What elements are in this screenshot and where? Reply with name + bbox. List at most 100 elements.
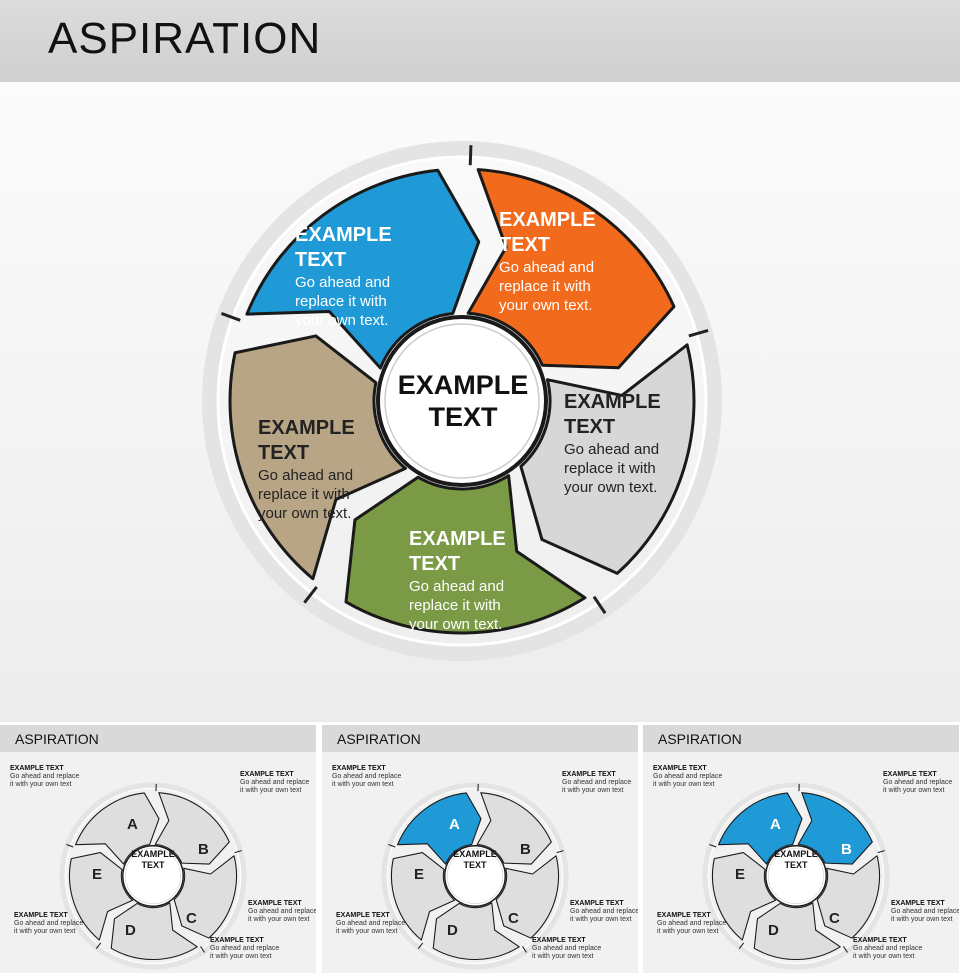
thumb-outer-ring-highlight bbox=[707, 787, 885, 965]
thumbnail-letter-b: B bbox=[520, 841, 531, 858]
segment-tan-body-line2: replace it with bbox=[258, 486, 350, 503]
segment-orange-body-line1: Go ahead and bbox=[499, 259, 595, 276]
thumb-seam-tick bbox=[877, 850, 885, 854]
thumb-segment-a[interactable] bbox=[718, 792, 803, 865]
thumbnail-title-bar: ASPIRATION bbox=[322, 725, 638, 752]
thumbnail-label-body: it with your own text bbox=[891, 916, 953, 923]
thumb-segment-e[interactable] bbox=[711, 852, 777, 941]
thumb-seam-tick bbox=[417, 942, 424, 949]
thumb-segment-a[interactable] bbox=[75, 792, 160, 865]
thumb-seam-tick bbox=[843, 946, 848, 953]
thumbnail-label-body: Go ahead and replace bbox=[891, 908, 959, 915]
thumb-segment-c[interactable] bbox=[816, 855, 881, 939]
thumbnail-label-title: EXAMPLE TEXT bbox=[653, 765, 707, 772]
outer-ring-highlight bbox=[216, 155, 708, 647]
thumbnail-label-body: Go ahead and replace bbox=[210, 945, 280, 952]
segment-blue-heading-line2: TEXT bbox=[295, 249, 347, 271]
thumb-segment-b[interactable] bbox=[476, 792, 552, 865]
thumbnail-center-line1: EXAMPLE bbox=[131, 849, 175, 859]
segment-gray-body-line2: replace it with bbox=[564, 460, 656, 477]
thumbnail-letter-a: A bbox=[770, 816, 781, 833]
segment-green[interactable] bbox=[344, 474, 587, 635]
thumbnail-label-body: Go ahead and replace bbox=[248, 908, 316, 915]
segment-orange-body-line2: replace it with bbox=[499, 278, 591, 295]
thumbnail-center-line2: TEXT bbox=[784, 860, 808, 870]
segment-orange-body-line3: your own text. bbox=[499, 297, 593, 314]
thumbnail-letter-e: E bbox=[735, 866, 746, 883]
thumbnail-letter-c: C bbox=[829, 910, 840, 927]
segment-orange-heading-line1: EXAMPLE bbox=[499, 209, 596, 231]
segment-blue-body-line3: your own text. bbox=[295, 312, 389, 329]
segment-gray-heading-line1: EXAMPLE bbox=[564, 391, 661, 413]
thumbnail-label-title: EXAMPLE TEXT bbox=[562, 771, 616, 778]
seam-tick bbox=[468, 145, 473, 166]
thumb-center-hub-inner-ring bbox=[447, 848, 503, 904]
thumbnail-diagram bbox=[702, 782, 890, 970]
thumbnail-label-body: it with your own text bbox=[10, 781, 72, 788]
center-hub bbox=[376, 315, 548, 487]
thumbnail-center-line1: EXAMPLE bbox=[774, 849, 818, 859]
thumbnail-label-body: it with your own text bbox=[210, 953, 272, 960]
thumbnail-letter-d: D bbox=[125, 922, 136, 939]
thumb-segment-d[interactable] bbox=[753, 902, 841, 961]
segment-tan-text: EXAMPLE TEXT Go ahead and replace it wit… bbox=[258, 416, 388, 523]
thumb-outer-ring-highlight bbox=[64, 787, 242, 965]
thumbnail-label-body: Go ahead and replace bbox=[653, 773, 723, 780]
thumbnail-label-body: Go ahead and replace bbox=[14, 920, 84, 927]
thumbnail-letter-a: A bbox=[449, 816, 460, 833]
thumb-segment-e[interactable] bbox=[68, 852, 134, 941]
thumb-segment-b[interactable] bbox=[154, 792, 230, 865]
thumbnail-label-body: it with your own text bbox=[562, 787, 624, 794]
thumbnail-diagram bbox=[59, 782, 247, 970]
segment-blue-heading-line1: EXAMPLE bbox=[295, 224, 392, 246]
thumbnail-label-body: Go ahead and replace bbox=[853, 945, 923, 952]
outer-ring bbox=[202, 141, 722, 661]
thumb-segment-b[interactable] bbox=[797, 792, 873, 865]
thumb-center-hub bbox=[122, 845, 184, 907]
center-text-line1: EXAMPLE bbox=[397, 370, 529, 400]
thumb-segment-a[interactable] bbox=[397, 792, 482, 865]
segment-gray[interactable] bbox=[519, 343, 696, 575]
thumb-segment-e[interactable] bbox=[390, 852, 456, 941]
thumbnail-letter-c: C bbox=[508, 910, 519, 927]
thumb-segment-d[interactable] bbox=[432, 902, 520, 961]
thumbnail-label-body: it with your own text bbox=[532, 953, 594, 960]
segment-blue[interactable] bbox=[245, 168, 481, 370]
thumbnail-label-body: it with your own text bbox=[653, 781, 715, 788]
thumbnail-letter-b: B bbox=[198, 841, 209, 858]
thumb-segment-c[interactable] bbox=[495, 855, 560, 939]
thumbnail-label-body: Go ahead and replace bbox=[532, 945, 602, 952]
segment-tan-body-line3: your own text. bbox=[258, 505, 352, 522]
thumbnail-center-line2: TEXT bbox=[141, 860, 165, 870]
thumbnail-label-body: Go ahead and replace bbox=[332, 773, 402, 780]
seam-tick bbox=[688, 328, 709, 338]
thumbnail-label-title: EXAMPLE TEXT bbox=[532, 937, 586, 944]
segment-tan[interactable] bbox=[228, 334, 407, 581]
thumb-segment-c[interactable] bbox=[173, 855, 238, 939]
segment-orange[interactable] bbox=[466, 168, 676, 370]
segment-gray-body-line3: your own text. bbox=[564, 479, 658, 496]
thumbnail-title-bar: ASPIRATION bbox=[643, 725, 959, 752]
thumb-center-hub-inner-ring bbox=[768, 848, 824, 904]
segment-gray-text: EXAMPLE TEXT Go ahead and replace it wit… bbox=[564, 390, 694, 497]
thumbnail-label-body: it with your own text bbox=[570, 916, 632, 923]
segment-green-body-line3: your own text. bbox=[409, 616, 503, 633]
segment-blue-text: EXAMPLE TEXT Go ahead and replace it wit… bbox=[295, 223, 425, 330]
thumbnail-label-body: it with your own text bbox=[240, 787, 302, 794]
center-text-line2: TEXT bbox=[428, 402, 498, 432]
thumb-segment-d[interactable] bbox=[110, 902, 198, 961]
thumbnail-label-title: EXAMPLE TEXT bbox=[883, 771, 937, 778]
thumb-center-hub-inner-ring bbox=[125, 848, 181, 904]
main-diagram-area: EXAMPLE TEXT Go ahead and replace it wit… bbox=[0, 82, 960, 722]
thumb-seam-tick bbox=[709, 843, 717, 848]
thumbnail-label-title: EXAMPLE TEXT bbox=[210, 937, 264, 944]
thumb-outer-ring bbox=[702, 782, 890, 970]
